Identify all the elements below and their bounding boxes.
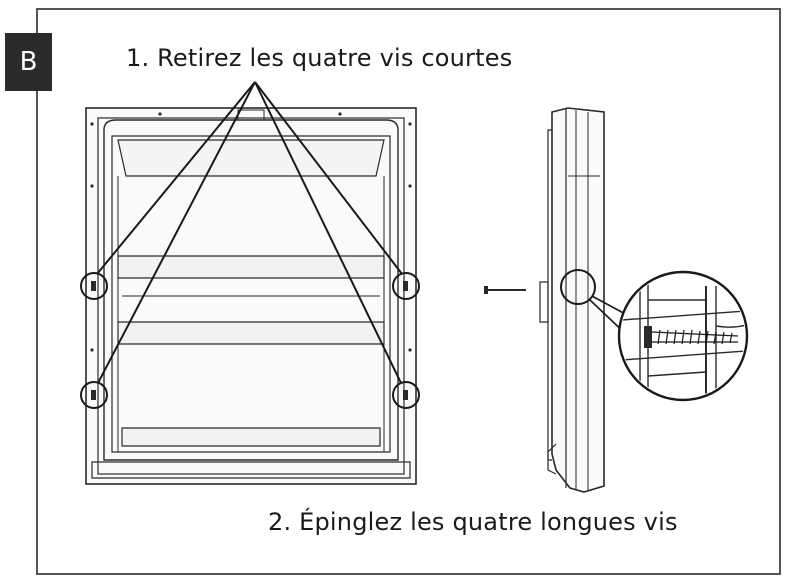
screw-callouts [80,272,420,409]
step-2-label: 2. Épinglez les quatre longues vis [268,508,678,536]
screw-callout-upper-right [392,272,420,300]
door-side-view [539,107,605,493]
screw-callout-lower-right [392,381,420,409]
section-badge: B [5,33,52,91]
step-1-label: 1. Retirez les quatre vis courtes [126,44,513,72]
long-screw-icon [484,286,526,294]
screw-callout-lower-left [80,381,108,409]
door-front-view [85,107,417,485]
leader-lines [96,81,403,384]
magnified-detail [617,270,749,402]
side-view-callout [560,269,596,305]
screw-callout-upper-left [80,272,108,300]
